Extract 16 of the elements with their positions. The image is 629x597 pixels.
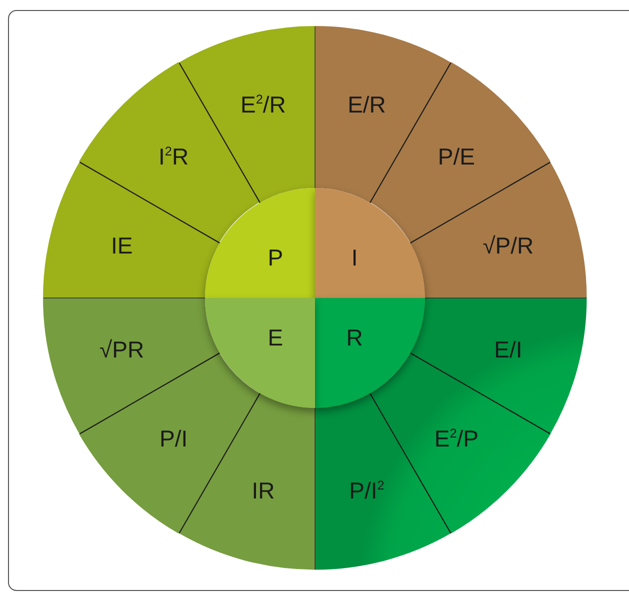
formula-text: E$^{2}$/P <box>434 428 478 452</box>
quantity-symbol: P <box>268 246 284 270</box>
formula-text: IE <box>110 234 133 258</box>
formula-text: P/I <box>160 428 188 451</box>
formula-text: E/R <box>348 93 386 116</box>
formula-text: √PR <box>100 338 144 362</box>
formula-text: IR <box>252 480 275 503</box>
formula-text: E/I <box>494 338 522 362</box>
quantity-symbol: E <box>268 326 284 350</box>
formula-text: P/E <box>438 145 475 168</box>
formula-text: I$^{2}$R <box>158 144 189 168</box>
formula-text: √P/R <box>482 234 534 258</box>
quantity-symbol: I <box>351 246 358 270</box>
formula-text: E$^{2}$/R <box>240 93 286 117</box>
quantity-symbol: R <box>346 326 363 350</box>
formula-text: P/I$^{2}$ <box>349 479 384 503</box>
